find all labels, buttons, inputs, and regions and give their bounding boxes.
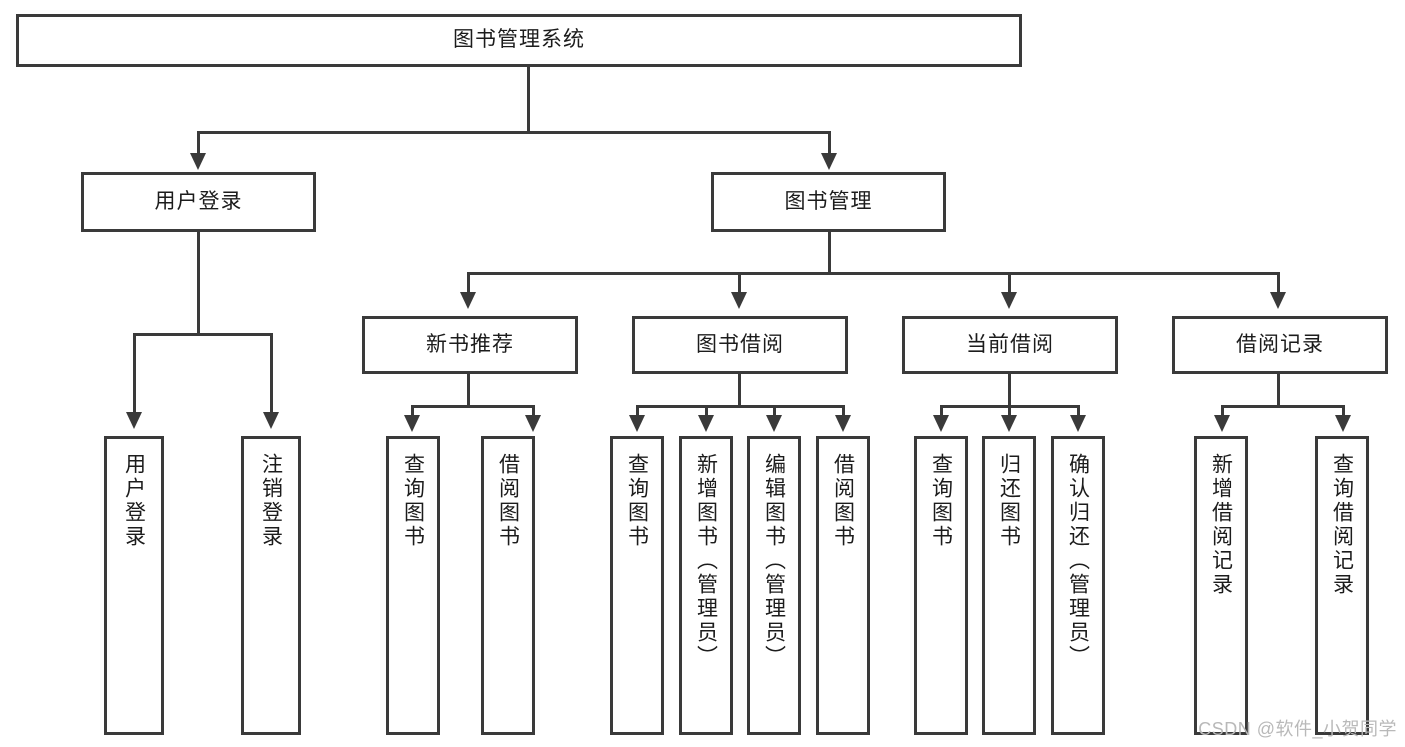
leaf-add-record-label: 新增借阅记录 (1209, 453, 1233, 597)
leaf-query-record-label: 查询借阅记录 (1330, 453, 1354, 597)
leaf-query-book-1-label: 查询图书 (401, 453, 425, 549)
arrow-book-borrow-to-leaf-1 (698, 415, 714, 432)
connector-book-manage-to-new-book-rec (467, 272, 470, 295)
leaf-user-login[interactable]: 用户登录 (104, 436, 164, 735)
connector-current-borrow-to-leaf-0 (940, 405, 943, 417)
connector-user-login-to-leaf-1 (270, 333, 273, 415)
arrow-borrow-record-to-leaf-1 (1335, 415, 1351, 432)
connector-root-to-user-login (197, 131, 200, 156)
connector-book-borrow-to-leaf-3 (842, 405, 845, 417)
arrow-borrow-record-to-leaf-0 (1214, 415, 1230, 432)
arrow-user-login-to-leaf-1 (263, 412, 279, 429)
connector-root-bus (197, 131, 831, 134)
connector-book-manage-to-borrow-record (1277, 272, 1280, 295)
arrow-root-to-user-login (190, 153, 206, 170)
leaf-edit-book[interactable]: 编辑图书（管理员） (747, 436, 801, 735)
connector-borrow-record-to-leaf-0 (1221, 405, 1224, 417)
node-root[interactable]: 图书管理系统 (16, 14, 1022, 67)
leaf-query-book-2[interactable]: 查询图书 (610, 436, 664, 735)
arrow-current-borrow-to-leaf-1 (1001, 415, 1017, 432)
connector-borrow-record-bus (1221, 405, 1345, 408)
leaf-query-book-3-label: 查询图书 (929, 453, 953, 549)
leaf-query-record[interactable]: 查询借阅记录 (1315, 436, 1369, 735)
leaf-confirm-return-label: 确认归还（管理员） (1066, 453, 1090, 669)
arrow-new-book-rec-to-leaf-0 (404, 415, 420, 432)
connector-book-manage-to-book-borrow (738, 272, 741, 295)
connector-root-to-book-manage (828, 131, 831, 156)
connector-book-borrow-bus (636, 405, 845, 408)
node-root-label: 图书管理系统 (453, 28, 585, 52)
arrow-book-borrow-to-leaf-2 (766, 415, 782, 432)
arrow-book-borrow-to-leaf-0 (629, 415, 645, 432)
connector-new-book-rec-bus (411, 405, 535, 408)
leaf-return-book-label: 归还图书 (997, 453, 1021, 549)
node-book-manage[interactable]: 图书管理 (711, 172, 946, 232)
arrow-book-manage-to-book-borrow (731, 292, 747, 309)
leaf-confirm-return[interactable]: 确认归还（管理员） (1051, 436, 1105, 735)
node-new-book-rec[interactable]: 新书推荐 (362, 316, 578, 374)
leaf-query-book-1[interactable]: 查询图书 (386, 436, 440, 735)
node-user-login-label: 用户登录 (154, 189, 243, 213)
leaf-return-book[interactable]: 归还图书 (982, 436, 1036, 735)
arrow-root-to-book-manage (821, 153, 837, 170)
connector-book-manage-stem (828, 232, 831, 275)
arrow-new-book-rec-to-leaf-1 (525, 415, 541, 432)
connector-book-borrow-to-leaf-0 (636, 405, 639, 417)
connector-user-login-to-leaf-0 (133, 333, 136, 415)
arrow-current-borrow-to-leaf-0 (933, 415, 949, 432)
leaf-user-logout[interactable]: 注销登录 (241, 436, 301, 735)
arrow-book-manage-to-new-book-rec (460, 292, 476, 309)
arrow-book-borrow-to-leaf-3 (835, 415, 851, 432)
node-user-login[interactable]: 用户登录 (81, 172, 316, 232)
connector-book-manage-bus (467, 272, 1280, 275)
leaf-borrow-book-1-label: 借阅图书 (496, 453, 520, 549)
connector-current-borrow-to-leaf-1 (1008, 405, 1011, 417)
connector-root-stem (527, 67, 530, 134)
connector-current-borrow-stem (1008, 374, 1011, 407)
node-current-borrow-label: 当前借阅 (966, 332, 1054, 356)
connector-book-borrow-to-leaf-1 (705, 405, 708, 417)
connector-new-book-rec-to-leaf-0 (411, 405, 414, 417)
node-borrow-record[interactable]: 借阅记录 (1172, 316, 1388, 374)
leaf-add-record[interactable]: 新增借阅记录 (1194, 436, 1248, 735)
connector-borrow-record-to-leaf-1 (1342, 405, 1345, 417)
leaf-user-login-label: 用户登录 (122, 453, 146, 549)
connector-new-book-rec-to-leaf-1 (532, 405, 535, 417)
leaf-edit-book-label: 编辑图书（管理员） (762, 453, 786, 669)
connector-current-borrow-to-leaf-2 (1077, 405, 1080, 417)
node-new-book-rec-label: 新书推荐 (426, 332, 514, 356)
node-book-borrow[interactable]: 图书借阅 (632, 316, 848, 374)
leaf-borrow-book-2-label: 借阅图书 (831, 453, 855, 549)
arrow-book-manage-to-borrow-record (1270, 292, 1286, 309)
node-book-borrow-label: 图书借阅 (696, 332, 784, 356)
leaf-query-book-3[interactable]: 查询图书 (914, 436, 968, 735)
leaf-add-book[interactable]: 新增图书（管理员） (679, 436, 733, 735)
leaf-borrow-book-2[interactable]: 借阅图书 (816, 436, 870, 735)
leaf-user-logout-label: 注销登录 (259, 453, 283, 549)
node-book-manage-label: 图书管理 (784, 189, 873, 213)
leaf-query-book-2-label: 查询图书 (625, 453, 649, 549)
leaf-add-book-label: 新增图书（管理员） (694, 453, 718, 669)
arrow-current-borrow-to-leaf-2 (1070, 415, 1086, 432)
connector-user-login-stem (197, 232, 200, 336)
connector-book-borrow-to-leaf-2 (773, 405, 776, 417)
node-current-borrow[interactable]: 当前借阅 (902, 316, 1118, 374)
node-borrow-record-label: 借阅记录 (1236, 332, 1324, 356)
connector-book-borrow-stem (738, 374, 741, 407)
arrow-book-manage-to-current-borrow (1001, 292, 1017, 309)
connector-borrow-record-stem (1277, 374, 1280, 407)
arrow-user-login-to-leaf-0 (126, 412, 142, 429)
connector-user-login-bus (133, 333, 273, 336)
connector-new-book-rec-stem (467, 374, 470, 407)
leaf-borrow-book-1[interactable]: 借阅图书 (481, 436, 535, 735)
connector-book-manage-to-current-borrow (1008, 272, 1011, 295)
